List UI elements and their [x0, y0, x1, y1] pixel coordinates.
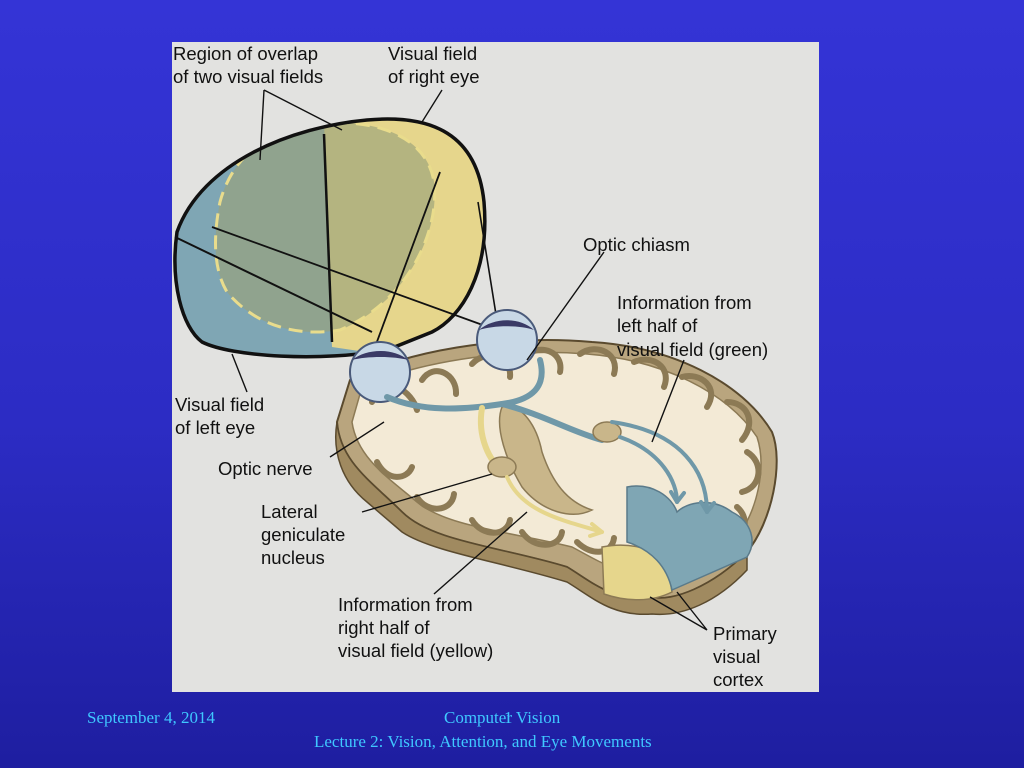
label-cortex-line2: visual: [713, 646, 760, 667]
leader-lines: [231, 89, 708, 631]
visual-pathway-figure: Region of overlap of two visual fields V…: [172, 42, 819, 692]
sight-line-right-edge: [477, 201, 499, 328]
label-optic-nerve: Optic nerve: [218, 458, 313, 479]
leader-cortex: [649, 591, 708, 631]
course-title: Computer Vision: [444, 708, 561, 727]
slide-number: 1: [504, 708, 513, 727]
brain-slab-edge: [335, 421, 748, 616]
gyri-bottom: [374, 459, 617, 555]
label-right-info-line1: Information from: [338, 594, 473, 615]
left-eye: [349, 341, 411, 403]
slide-date: September 4, 2014: [87, 708, 215, 727]
lgn-left: [487, 456, 517, 478]
field-midline: [322, 133, 334, 343]
yellow-radiation: [505, 475, 604, 534]
optic-tract-green: [499, 401, 605, 443]
left-eye-iris: [352, 351, 408, 360]
leader-optic-nerve: [329, 421, 385, 458]
leader-overlap: [259, 89, 343, 161]
lecture-title: Lecture 2: Vision, Attention, and Eye Mo…: [314, 732, 652, 751]
label-cortex-line1: Primary: [713, 623, 777, 644]
lgn-right: [592, 421, 622, 443]
label-left-field-line1: Visual field: [175, 394, 264, 415]
label-left-info-line3: visual field (green): [617, 339, 768, 360]
visual-field-outline: [173, 117, 487, 359]
label-right-field-line2: of right eye: [388, 66, 480, 87]
label-left-info-line1: Information from: [617, 292, 752, 313]
leader-left-info: [651, 359, 685, 443]
visual-fields: [173, 117, 503, 383]
visual-cortex-green: [626, 485, 753, 592]
visual-cortex-yellow: [601, 544, 673, 601]
leader-right-field: [421, 89, 443, 123]
green-radiation-1: [618, 435, 679, 504]
overlap-region: [215, 122, 435, 333]
green-arrowhead-1: [669, 490, 686, 504]
visual-pathway-diagram: Region of overlap of two visual fields V…: [173, 43, 778, 690]
label-lgn-line1: Lateral: [261, 501, 318, 522]
label-chiasm: Optic chiasm: [583, 234, 690, 255]
label-left-field-line2: of left eye: [175, 417, 255, 438]
label-overlap-line1: Region of overlap: [173, 43, 318, 64]
label-right-info-line2: right half of: [338, 617, 430, 638]
sight-line-right: [211, 226, 503, 333]
optic-pathways: [384, 357, 716, 538]
label-overlap-line2: of two visual fields: [173, 66, 323, 87]
label-left-info-line2: left half of: [617, 315, 698, 336]
label-right-field-line1: Visual field: [388, 43, 477, 64]
label-lgn-line3: nucleus: [261, 547, 325, 568]
right-eye: [476, 309, 538, 371]
eyes: [349, 309, 538, 403]
label-right-info-line3: visual field (yellow): [338, 640, 493, 661]
green-arrowhead-2: [699, 500, 716, 514]
yellow-arrowhead: [588, 522, 604, 538]
leader-chiasm: [526, 251, 605, 361]
label-lgn-line2: geniculate: [261, 524, 345, 545]
green-radiation-2: [610, 420, 709, 514]
diagram-labels: Region of overlap of two visual fields V…: [173, 43, 777, 690]
leader-lgn: [361, 473, 493, 513]
right-eye-iris: [479, 320, 534, 330]
left-field-boundary: [174, 236, 373, 333]
label-cortex-line3: cortex: [713, 669, 764, 690]
leader-right-info: [433, 511, 528, 595]
leader-left-field: [231, 353, 248, 393]
